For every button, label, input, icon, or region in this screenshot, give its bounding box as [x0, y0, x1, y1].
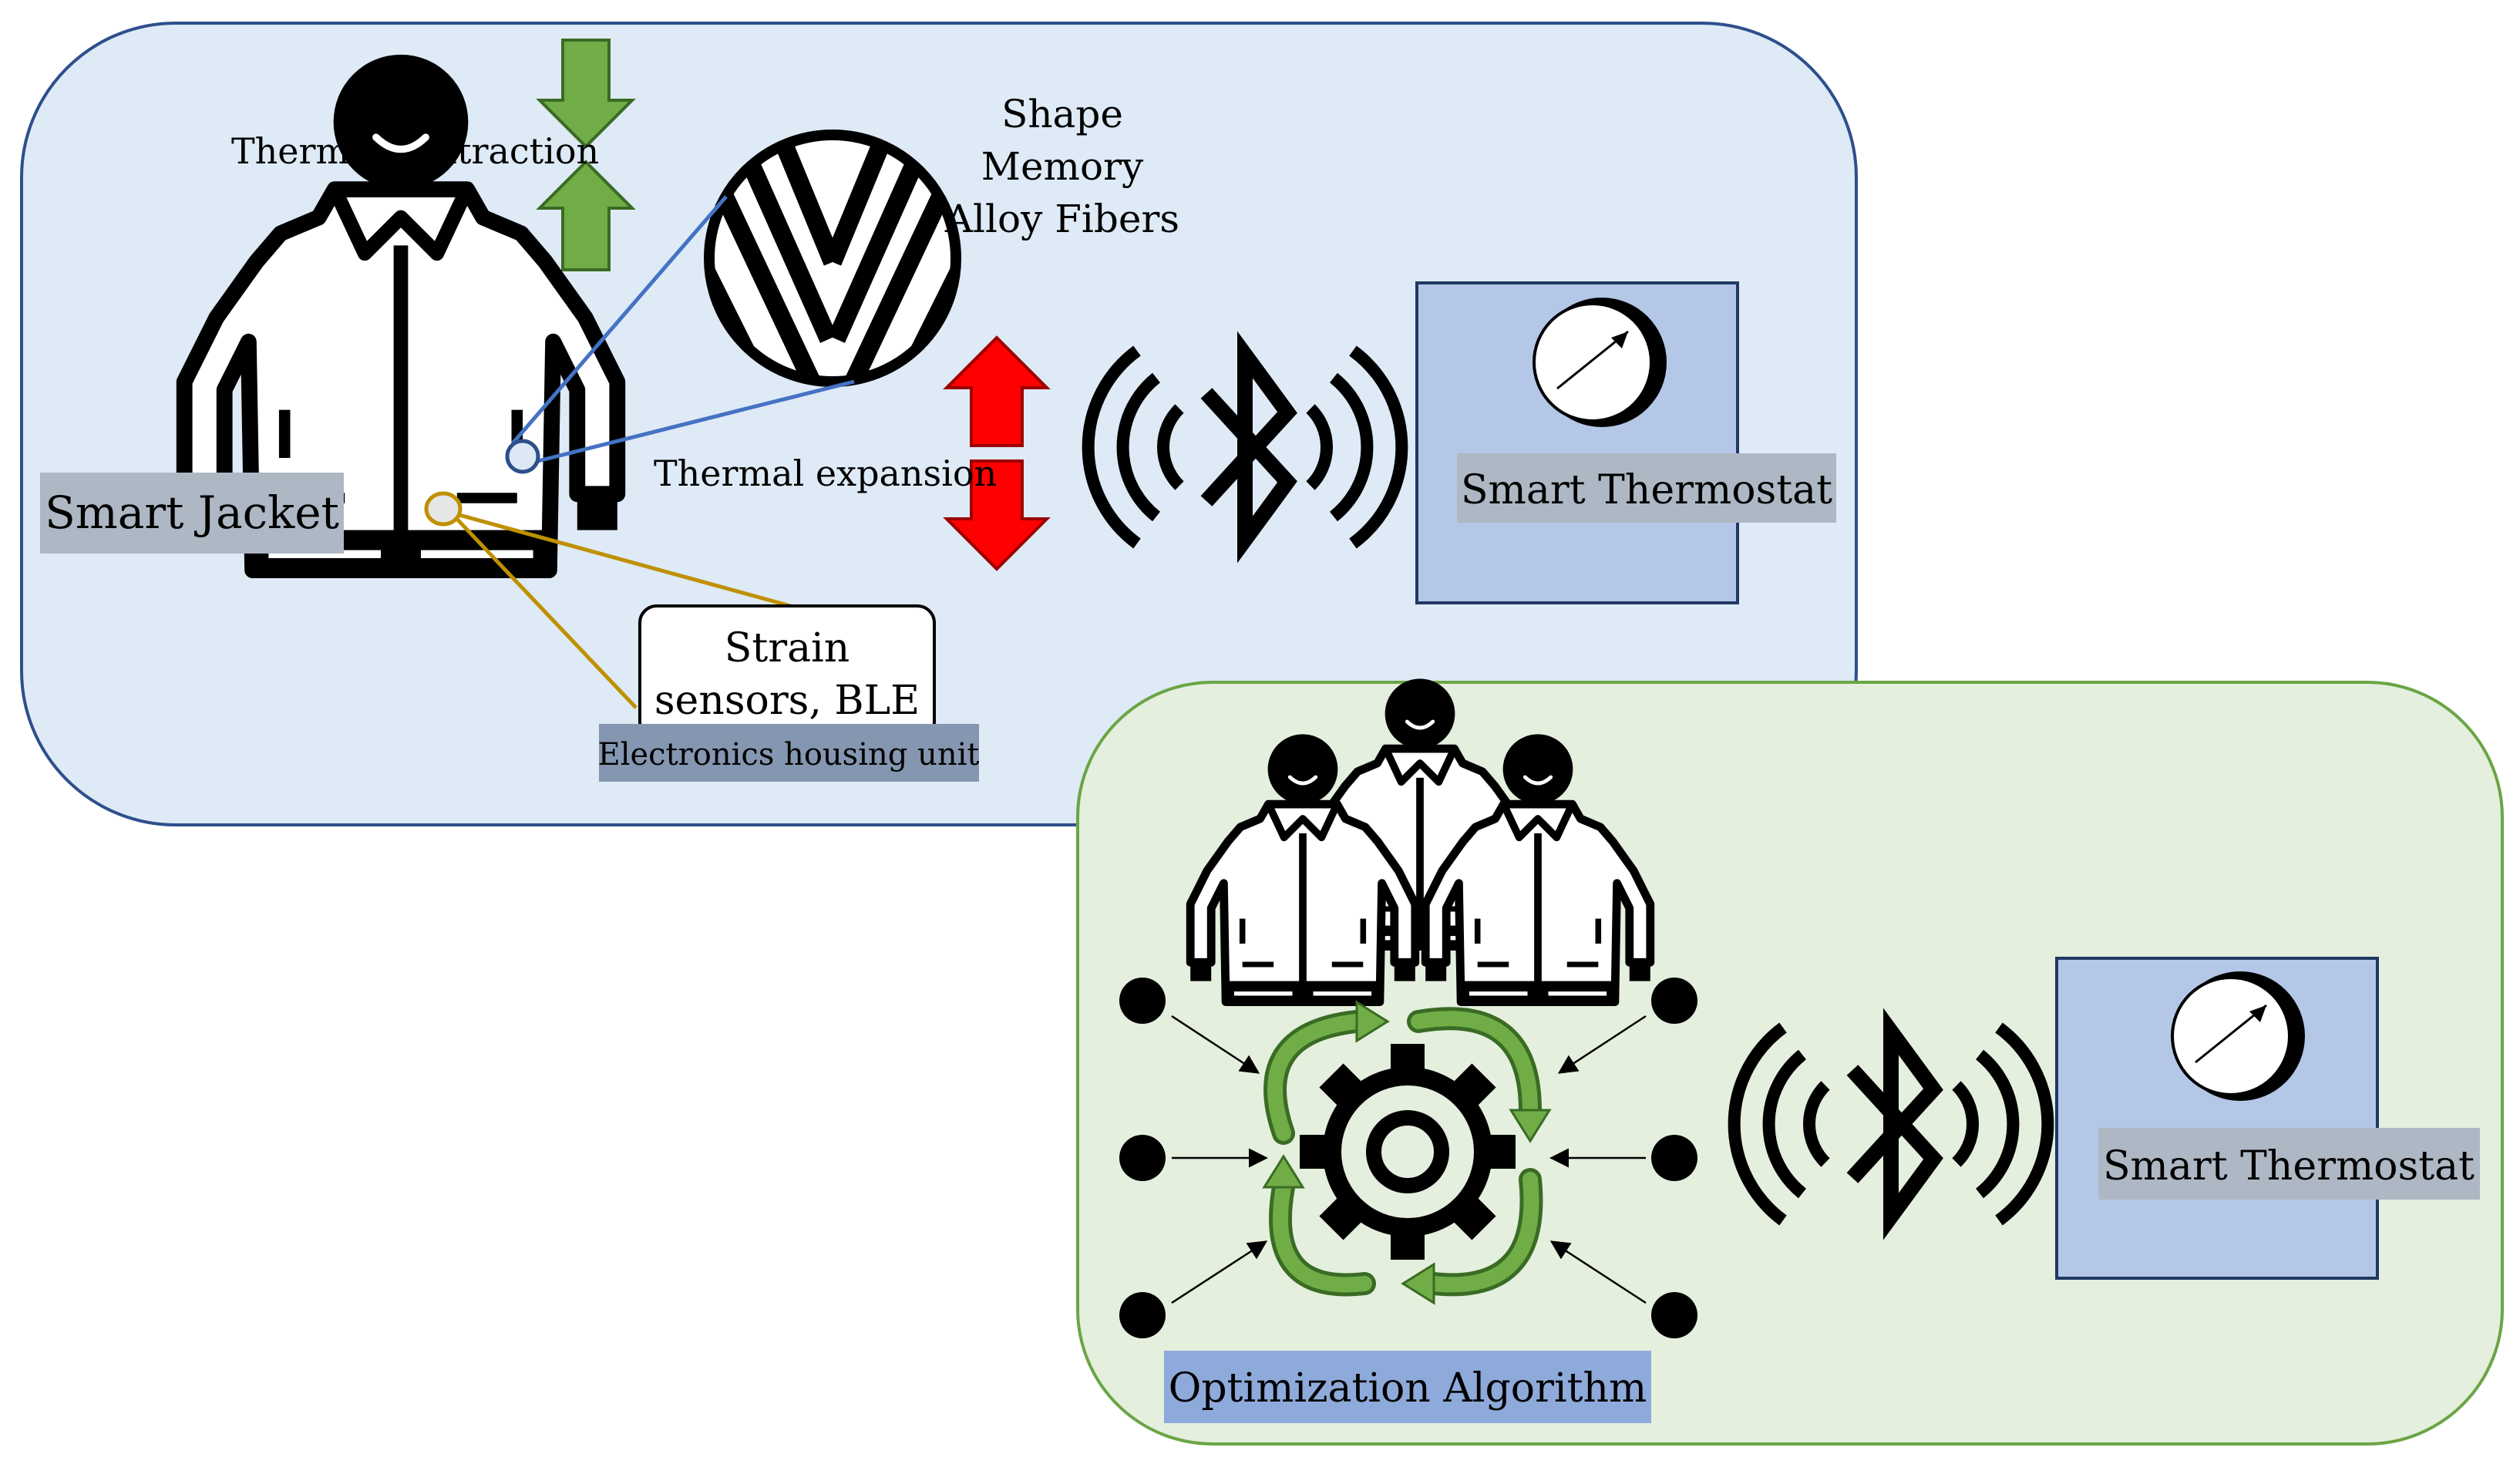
smart-jacket-label: Smart Jacket [45, 486, 339, 539]
shape-memory-label-line3: Alloy Fibers [944, 197, 1179, 241]
smart-jacket-panel: Thermal contraction Shape Memory Alloy F… [20, 22, 1858, 826]
smart-thermostat-label-box [2098, 1128, 2480, 1200]
electronics-housing-label: Electronics housing unit [598, 737, 980, 772]
smart-jacket-label-box [40, 473, 344, 554]
optimization-algorithm-label-box [1164, 1351, 1651, 1423]
fiber-callout [505, 195, 855, 474]
thermal-contraction-arrows [536, 39, 636, 271]
strain-sensors-line2: sensors, BLE [654, 678, 920, 724]
smart-thermostat-label: Smart Thermostat [2103, 1143, 2475, 1190]
sensor-node [1119, 1292, 1166, 1338]
gear-icon [1300, 1044, 1516, 1260]
electronics-callout [424, 491, 802, 709]
cycle-arrows-fill [1267, 1011, 1539, 1293]
thermal-expansion-label: Thermal expansion [654, 453, 997, 494]
optimization-panel: Optimization Algorithm Smart Thermostat [1076, 678, 2504, 1445]
sensor-nodes [1119, 978, 1697, 1338]
sensor-node [1651, 978, 1697, 1024]
smart-thermostat-label-box [1457, 453, 1836, 523]
thermal-expansion-arrows [943, 335, 1051, 571]
sensor-node [1119, 978, 1166, 1024]
thermostat-dial-icon [1533, 296, 1668, 429]
electronics-housing-label-box [599, 724, 979, 782]
strain-sensors-line1: Strain [725, 625, 850, 671]
cycle-arrowheads [1262, 1000, 1552, 1305]
shape-memory-label-line2: Memory [981, 144, 1144, 189]
data-flow-arrows [1171, 1015, 1647, 1304]
sensor-node [1651, 1292, 1697, 1338]
thermostat-dial-icon [2171, 970, 2306, 1102]
shape-memory-label-line1: Shape [1001, 92, 1123, 136]
shape-memory-fiber-icon [704, 130, 961, 387]
smart-thermostat-label: Smart Thermostat [1461, 467, 1832, 513]
sensor-node [1651, 1135, 1697, 1181]
sensor-node [1119, 1135, 1166, 1181]
optimization-algorithm-label: Optimization Algorithm [1169, 1365, 1647, 1412]
